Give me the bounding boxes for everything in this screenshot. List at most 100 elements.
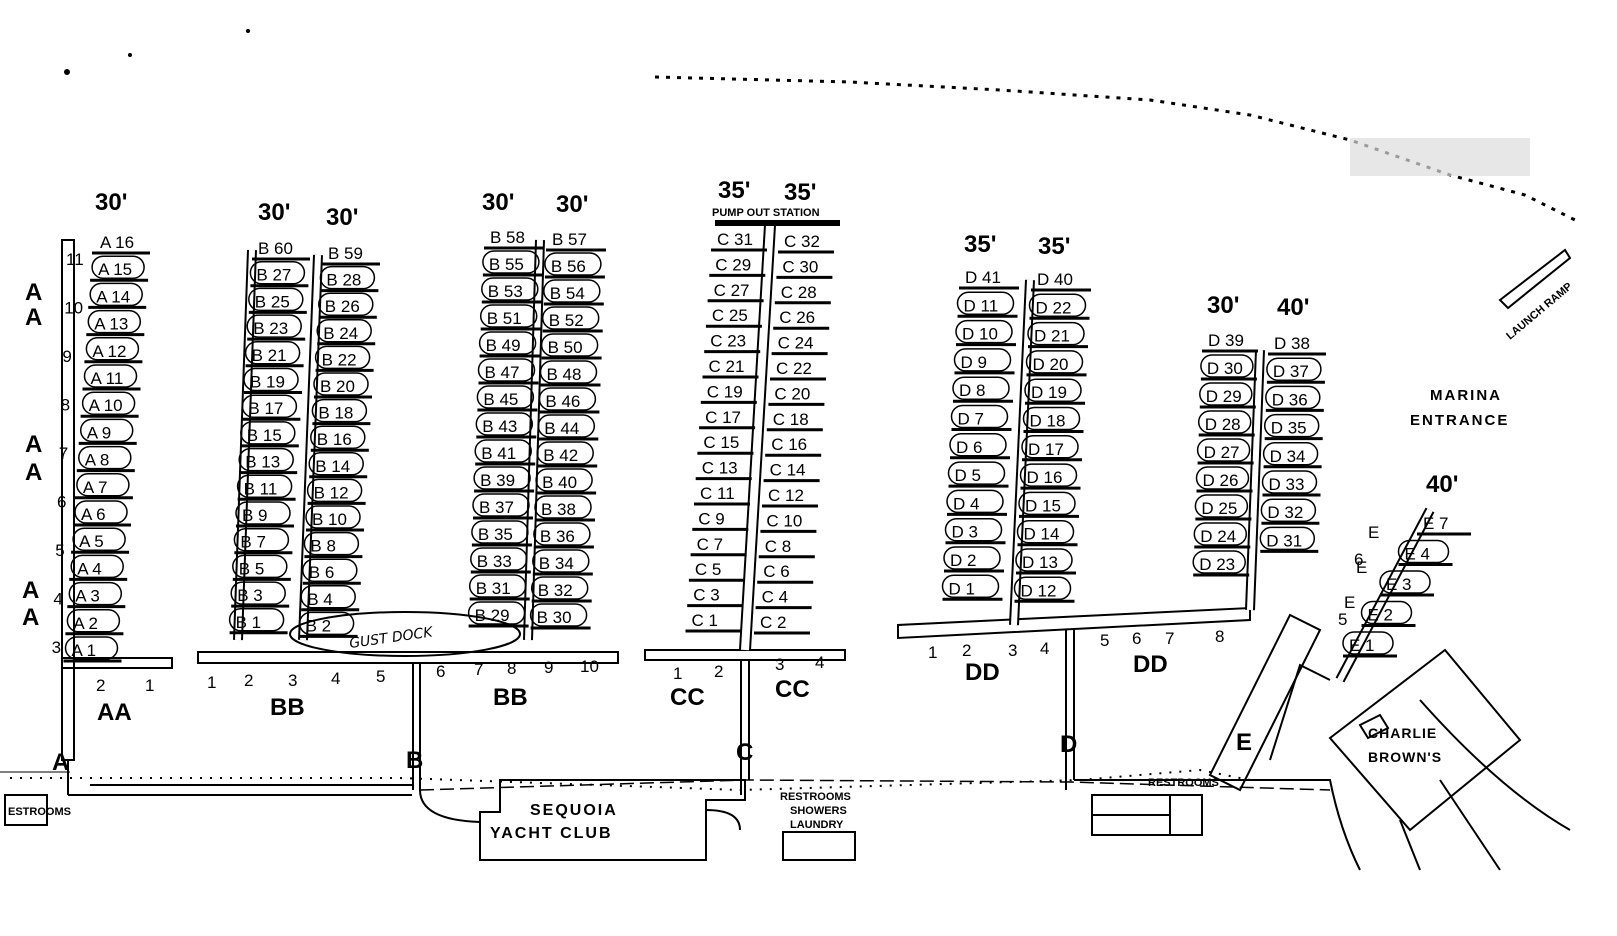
slip-outline bbox=[467, 601, 526, 625]
pier-number-aa-side: 11 bbox=[66, 250, 84, 269]
slip-c-right: C 26 bbox=[773, 308, 830, 330]
size-header-bb2-left: 30' bbox=[482, 189, 514, 216]
slip-b-left: B 15 bbox=[240, 421, 299, 448]
slip-d2-left: D 28 bbox=[1197, 410, 1255, 437]
slip-outline bbox=[1379, 570, 1431, 594]
slip-label: D 2 bbox=[950, 551, 976, 570]
slip-outline bbox=[1360, 600, 1413, 625]
slip-a: A 14 bbox=[88, 282, 147, 309]
slip-label: A 1 bbox=[72, 641, 97, 660]
slip-outline bbox=[232, 554, 288, 579]
slip-outline bbox=[1199, 382, 1253, 406]
slip-label: D 1 bbox=[949, 579, 975, 598]
slip-outline bbox=[246, 314, 302, 338]
slip-label: D 18 bbox=[1030, 412, 1066, 431]
pier-number-dd-bottom: 6 bbox=[1132, 629, 1141, 648]
slip-label: B 33 bbox=[477, 552, 512, 571]
slip-label: D 22 bbox=[1036, 298, 1072, 317]
slip-label: D 4 bbox=[953, 494, 979, 513]
slip-d2-right: D 37 bbox=[1266, 357, 1325, 384]
slip-b-mid: B 20 bbox=[313, 372, 372, 399]
slip-d1-right: D 21 bbox=[1027, 321, 1088, 349]
yacht-club-building bbox=[479, 779, 746, 861]
slip-d1-right: D 19 bbox=[1024, 378, 1085, 405]
slip-label: B 41 bbox=[481, 444, 516, 463]
slip-label: A 3 bbox=[75, 587, 100, 606]
slip-label: C 24 bbox=[778, 334, 814, 353]
slip-a: A 8 bbox=[76, 445, 135, 473]
slip-outline bbox=[230, 581, 286, 605]
slip-outline bbox=[950, 404, 1009, 429]
slip-outline bbox=[479, 304, 538, 328]
slip-a: A 5 bbox=[71, 527, 130, 554]
slip-label: D 27 bbox=[1204, 443, 1240, 462]
slip-a: A 2 bbox=[65, 609, 124, 636]
slip-label: C 32 bbox=[784, 232, 820, 251]
slip-d1-left: D 10 bbox=[955, 319, 1016, 347]
pier-number-aa-side: 9 bbox=[62, 347, 71, 366]
slip-b-mid: B 6 bbox=[302, 558, 361, 585]
size-header-bb-right: 30' bbox=[326, 204, 358, 231]
slip-label: A 8 bbox=[85, 451, 110, 470]
slip-label: B 22 bbox=[322, 350, 357, 369]
slip-label: C 13 bbox=[702, 459, 738, 478]
slip-b-right-r: B 42 bbox=[536, 441, 598, 468]
slip-outline bbox=[1197, 410, 1252, 434]
slip-d1-right: D 16 bbox=[1019, 463, 1081, 490]
gate-c: C bbox=[736, 739, 753, 766]
pier-number-cc-bottom: 2 bbox=[714, 662, 723, 681]
slip-outline bbox=[64, 636, 119, 660]
slip-c-right: C 14 bbox=[763, 461, 820, 483]
slip-label: B 52 bbox=[549, 311, 584, 330]
slip-d1-left: D 11 bbox=[956, 291, 1018, 318]
slip-b-left: B 5 bbox=[232, 554, 291, 581]
slip-outline bbox=[947, 461, 1006, 485]
slip-outline bbox=[544, 252, 602, 276]
slip-outline bbox=[244, 341, 301, 365]
slip-b-right-l: B 43 bbox=[475, 412, 537, 439]
slip-c-left: C 17 bbox=[699, 408, 756, 430]
slip-label: A 16 bbox=[100, 233, 134, 252]
slip-label: D 30 bbox=[1207, 359, 1243, 378]
slip-c-right: C 2 bbox=[754, 613, 810, 635]
slip-label: E 3 bbox=[1386, 575, 1412, 594]
slip-outline bbox=[249, 260, 306, 285]
slip-c-left: C 13 bbox=[695, 459, 752, 481]
slip-label: B 54 bbox=[550, 284, 585, 303]
slip-label: D 25 bbox=[1201, 499, 1237, 518]
slip-outline bbox=[313, 372, 369, 396]
slip-label: D 29 bbox=[1206, 387, 1242, 406]
charlie-browns-building bbox=[1328, 648, 1522, 832]
slip-label: B 2 bbox=[306, 616, 332, 635]
slip-outline bbox=[72, 527, 126, 551]
slip-label: B 51 bbox=[487, 309, 522, 328]
slip-outline bbox=[534, 495, 592, 519]
size-header-bb-left: 30' bbox=[258, 199, 290, 226]
slip-label: D 12 bbox=[1021, 581, 1057, 600]
slip-label: C 28 bbox=[781, 283, 817, 302]
shoreline-right bbox=[1419, 699, 1571, 831]
slip-d2-left: D 26 bbox=[1195, 466, 1253, 493]
slip-b-right-r: B 57 bbox=[546, 230, 606, 252]
slip-outline bbox=[1024, 378, 1082, 402]
slip-label: A 10 bbox=[89, 396, 123, 415]
slip-b-left: B 60 bbox=[252, 239, 310, 261]
pier-number-bb-bottom: 6 bbox=[436, 662, 445, 681]
slip-d1-right: D 40 bbox=[1031, 270, 1091, 292]
slip-b-right-r: B 30 bbox=[529, 603, 591, 630]
shoreline-right3 bbox=[1399, 819, 1421, 871]
slip-d1-left: D 1 bbox=[941, 574, 1003, 601]
slip-d1-right: D 13 bbox=[1015, 548, 1076, 575]
slip-b-right-r: B 50 bbox=[540, 333, 602, 360]
slip-outline bbox=[944, 517, 1003, 542]
slip-outline bbox=[298, 611, 355, 636]
slip-label: B 43 bbox=[482, 417, 517, 436]
slip-outline bbox=[477, 358, 536, 382]
slip-label: D 36 bbox=[1272, 390, 1308, 409]
slip-b-right-l: B 45 bbox=[476, 385, 538, 412]
pier-number-bb-bottom: 8 bbox=[507, 659, 516, 678]
pier-number-dd-bottom: 7 bbox=[1165, 629, 1174, 648]
slip-outline bbox=[316, 319, 372, 343]
slip-label: C 7 bbox=[697, 535, 723, 554]
slip-outline bbox=[532, 549, 590, 573]
